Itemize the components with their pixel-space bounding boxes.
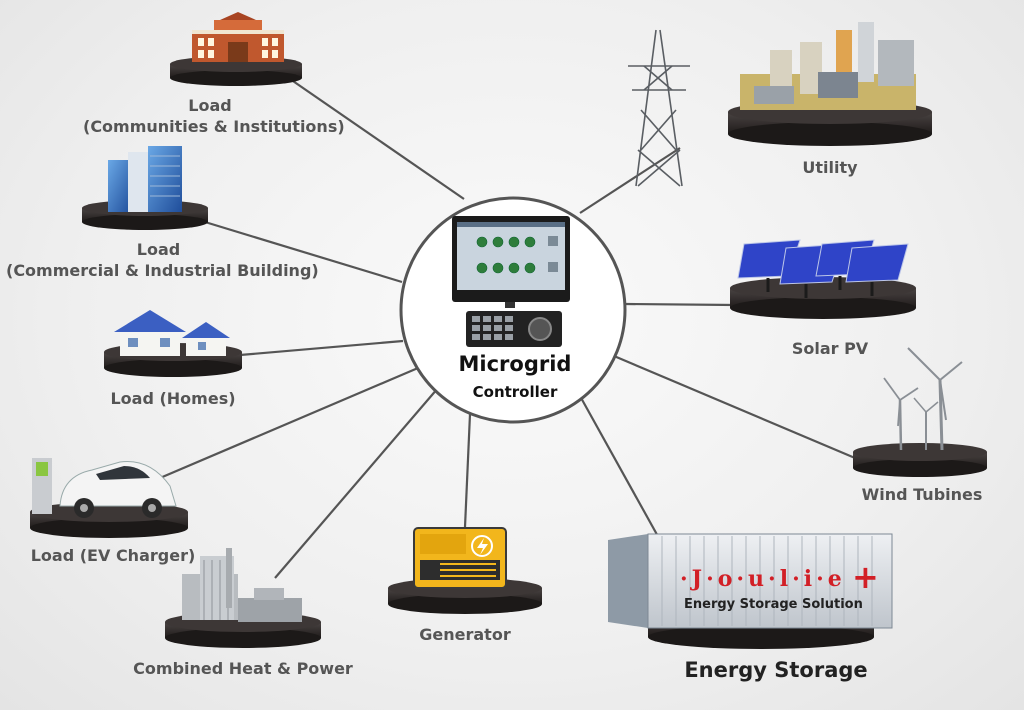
chp-plant-icon	[182, 548, 302, 622]
platform-solar	[730, 277, 916, 319]
building-icon	[192, 12, 284, 62]
skyscraper-icon	[108, 146, 182, 212]
label-load-communities-line2: (Communities & Institutions)	[83, 117, 345, 136]
ev-car-icon	[32, 458, 177, 518]
label-load-communities-line1: Load	[188, 96, 232, 115]
label-wind: Wind Tubines	[861, 485, 983, 504]
generator-icon	[413, 527, 507, 589]
controller-title: Microgrid	[458, 352, 572, 376]
platform-chp	[165, 612, 321, 648]
monitor-icon	[452, 216, 570, 308]
power-plant-icon	[740, 22, 916, 110]
label-load-commercial-line1: Load	[136, 240, 181, 259]
label-load-commercial-line2: (Commercial & Industrial Building)	[6, 261, 319, 280]
container-icon: ·J·o·u·l·i·e + Energy Storage Solution	[608, 533, 893, 629]
plus-icon: +	[852, 558, 879, 596]
connector-lines	[159, 78, 856, 579]
label-load-commercial: Load (Commercial & Industrial Building)	[6, 239, 319, 281]
label-load-communities: Load (Communities & Institutions)	[83, 95, 345, 137]
solar-panel-icon	[737, 239, 909, 298]
label-chp: Combined Heat & Power	[133, 659, 353, 678]
label-solar: Solar PV	[791, 339, 869, 358]
controller-subtitle: Controller	[472, 383, 558, 401]
label-load-homes: Load (Homes)	[110, 389, 236, 408]
container-caption: Energy Storage Solution	[684, 597, 863, 612]
pylon-icon	[628, 29, 690, 187]
label-energy-storage: Energy Storage	[684, 658, 868, 682]
platform-load-ev	[30, 502, 188, 538]
house-icon	[114, 310, 230, 356]
label-generator: Generator	[419, 625, 511, 644]
wind-turbine-icon	[883, 347, 963, 451]
microgrid-controller	[399, 196, 627, 424]
label-load-ev: Load (EV Charger)	[30, 546, 196, 565]
platform-wind	[853, 443, 987, 477]
keypad-icon	[466, 311, 562, 347]
container-brand: ·J·o·u·l·i·e	[680, 566, 846, 592]
label-utility: Utility	[802, 158, 858, 177]
